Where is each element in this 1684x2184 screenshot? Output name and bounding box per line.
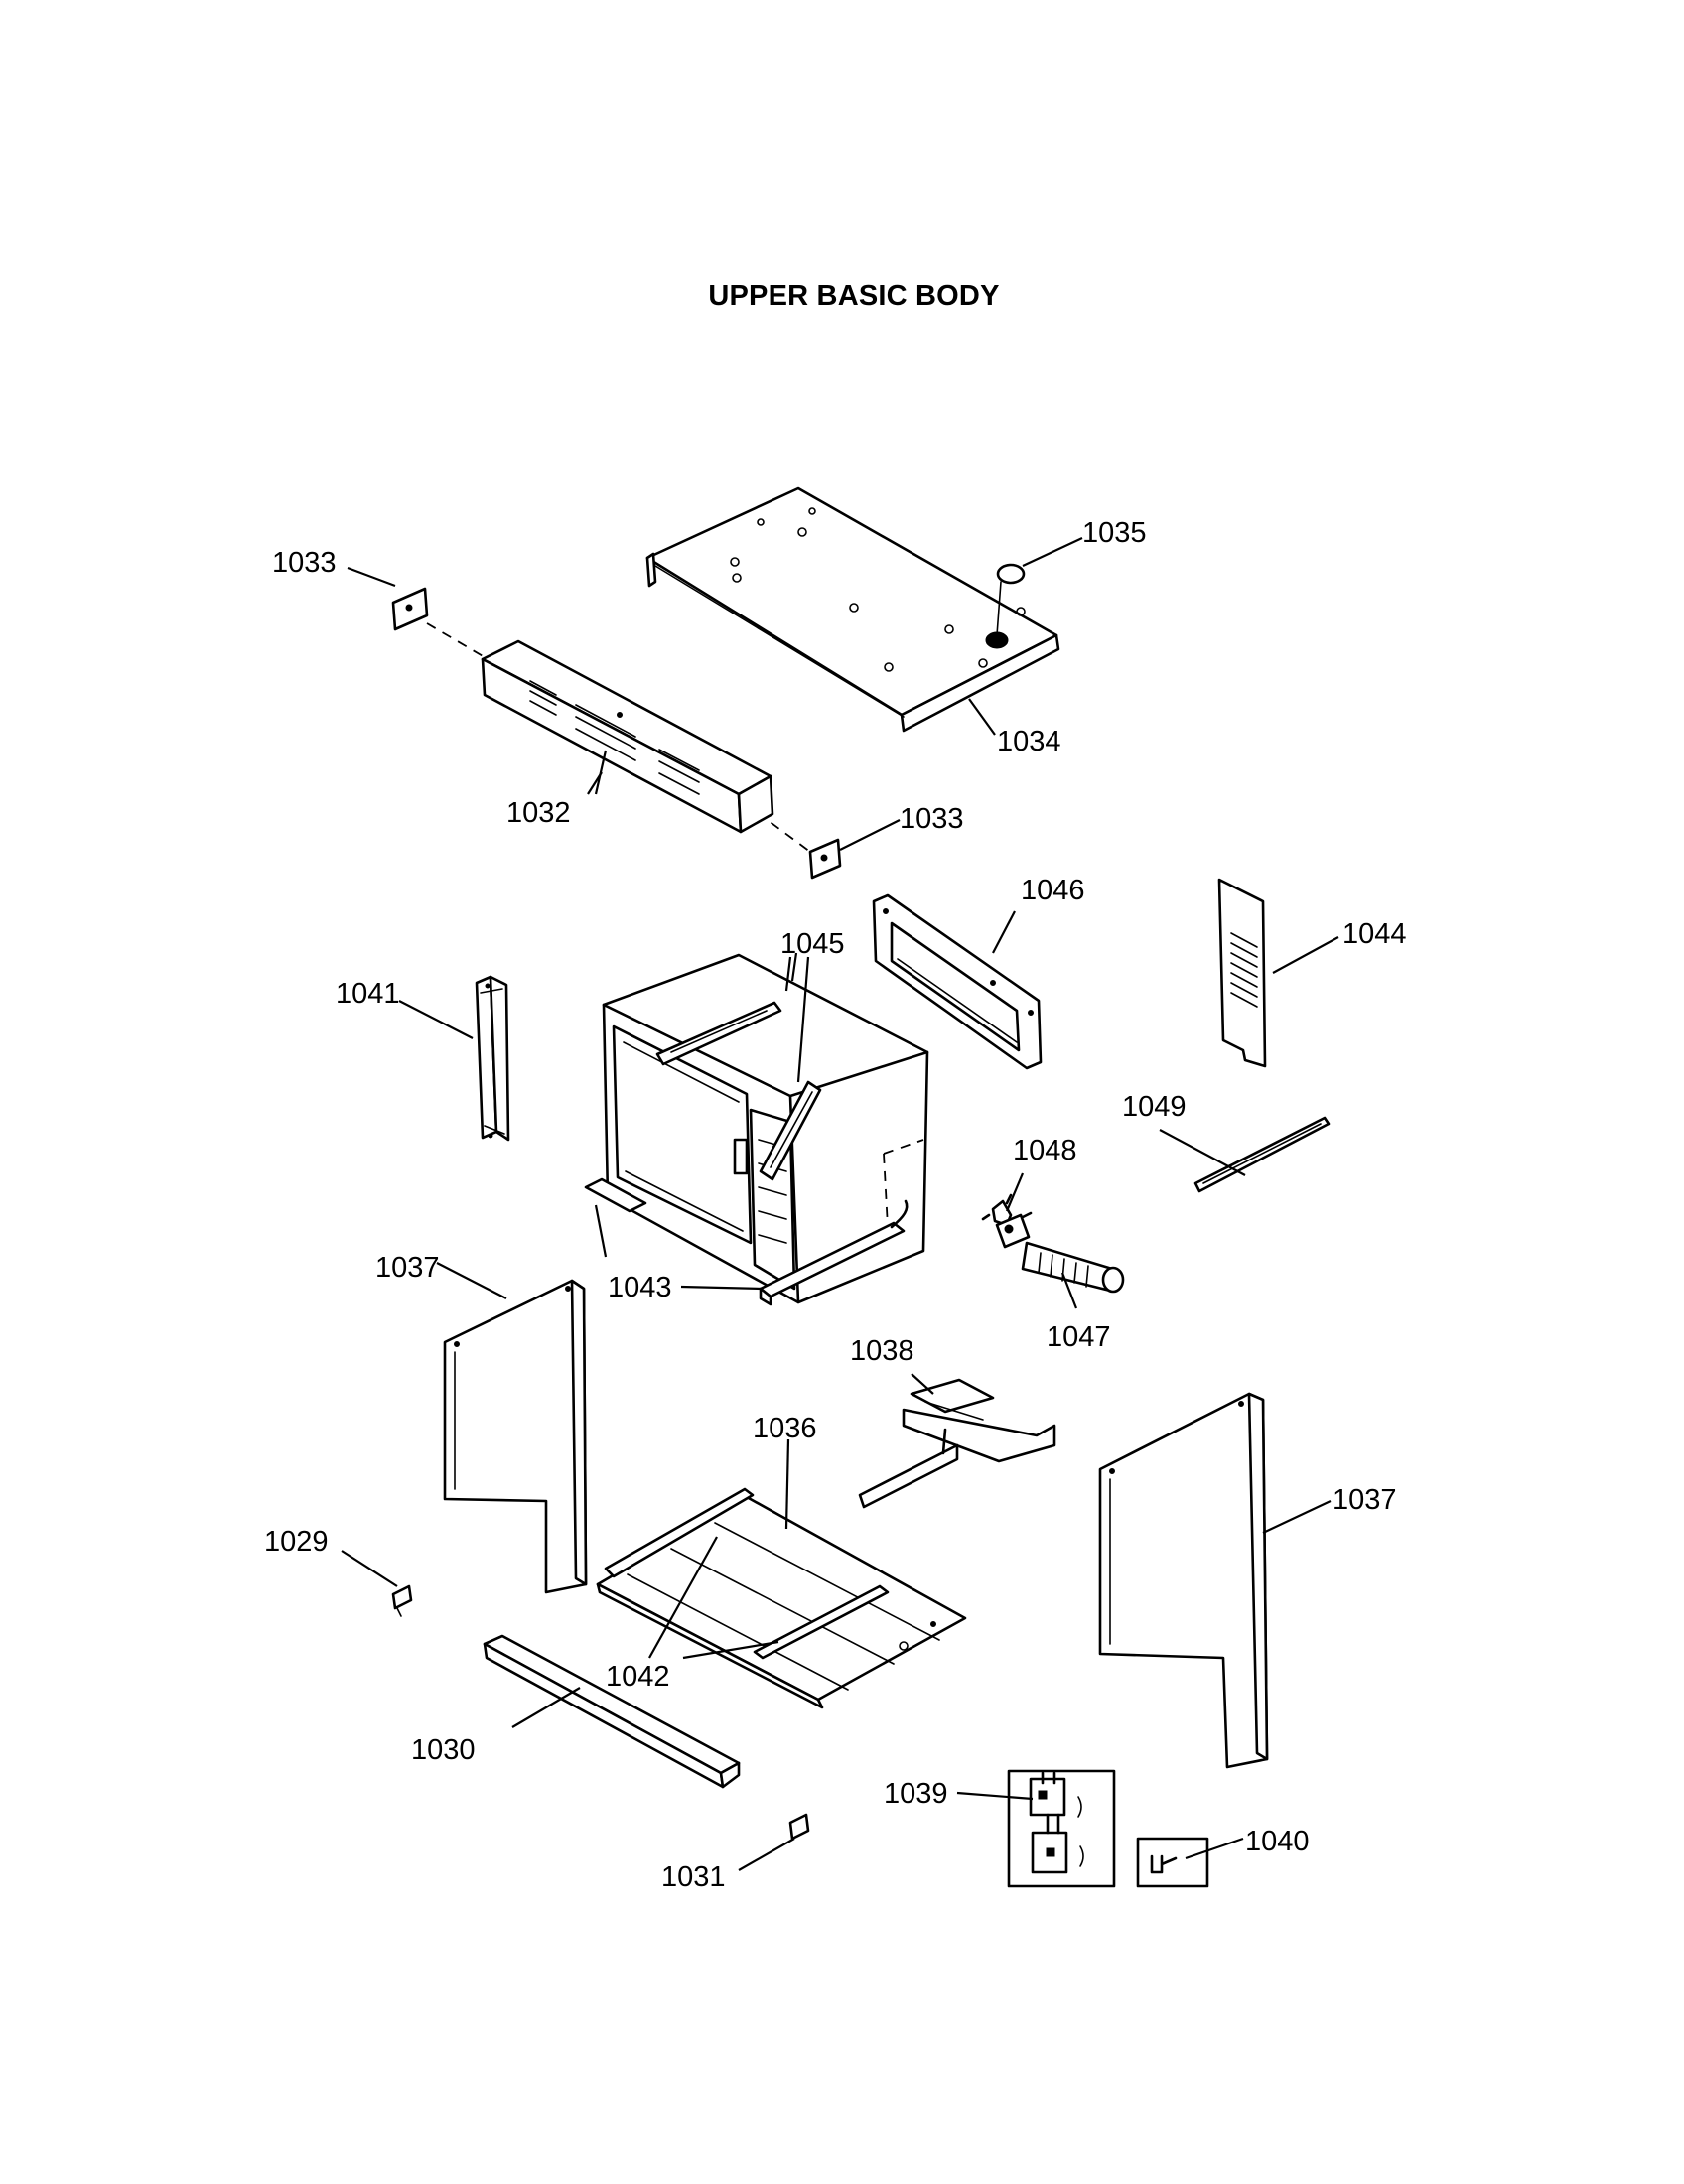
diagram-title: UPPER BASIC BODY: [708, 280, 1000, 312]
callout-1032: 1032: [506, 797, 571, 829]
part-small-plate-1040: [1136, 1837, 1209, 1888]
part-top-cover-1034: [645, 486, 1060, 733]
part-clip-1031: [788, 1813, 810, 1841]
callout-1033-upper: 1033: [272, 547, 337, 579]
callout-1043: 1043: [608, 1272, 672, 1303]
part-side-panel-1037-left: [443, 1279, 588, 1594]
callout-1034: 1034: [997, 726, 1061, 757]
leader-lines: [341, 537, 1339, 1871]
callout-1044: 1044: [1342, 918, 1407, 950]
callout-1029: 1029: [264, 1526, 329, 1558]
callout-1036: 1036: [753, 1413, 817, 1444]
callout-1033-lower: 1033: [900, 803, 964, 835]
part-base-plate-1036: [596, 1495, 967, 1709]
part-vertical-bracket-1041: [475, 975, 510, 1142]
part-side-panel-1037-right: [1098, 1392, 1269, 1769]
part-strip-1049: [1193, 1116, 1331, 1193]
part-bracket-assembly-1038: [858, 1378, 1056, 1509]
part-clip-1029: [391, 1584, 413, 1617]
callout-1045: 1045: [780, 928, 845, 960]
part-bottom-rail-1030: [483, 1634, 741, 1789]
part-cavity-rails-1045: [655, 1001, 822, 1181]
callout-1041: 1041: [336, 978, 400, 1010]
part-bracket-1033-upper: [391, 587, 429, 631]
callout-1040: 1040: [1245, 1826, 1310, 1857]
callout-1030: 1030: [411, 1734, 476, 1766]
callout-1048: 1048: [1013, 1135, 1077, 1166]
part-vent-rail-1032: [481, 639, 774, 834]
part-base-rails-1042: [604, 1487, 890, 1660]
part-grommet-1035: [996, 563, 1026, 636]
part-support-rails-1043: [584, 1177, 909, 1306]
callout-labels: 1033 1035 1034 1032 1033 1046 1045 1044 …: [264, 517, 1407, 1893]
callout-1037-left: 1037: [375, 1252, 440, 1284]
callout-1049: 1049: [1122, 1091, 1187, 1123]
part-switch-1048: [981, 1193, 1033, 1249]
part-heater-tube-1047: [1021, 1241, 1125, 1294]
callout-1035: 1035: [1082, 517, 1147, 549]
callout-1031: 1031: [661, 1861, 726, 1893]
callout-1039: 1039: [884, 1778, 948, 1810]
callout-1042: 1042: [606, 1661, 670, 1693]
part-relay-block-1039: [1007, 1769, 1116, 1888]
callout-1047: 1047: [1047, 1321, 1111, 1353]
part-door-frame-1046: [872, 893, 1043, 1070]
callout-1046: 1046: [1021, 875, 1085, 906]
callout-1037-right: 1037: [1333, 1484, 1397, 1516]
callout-1038: 1038: [850, 1335, 914, 1367]
part-side-vent-panel-1044: [1217, 878, 1267, 1068]
part-bracket-1033-lower: [808, 838, 842, 880]
